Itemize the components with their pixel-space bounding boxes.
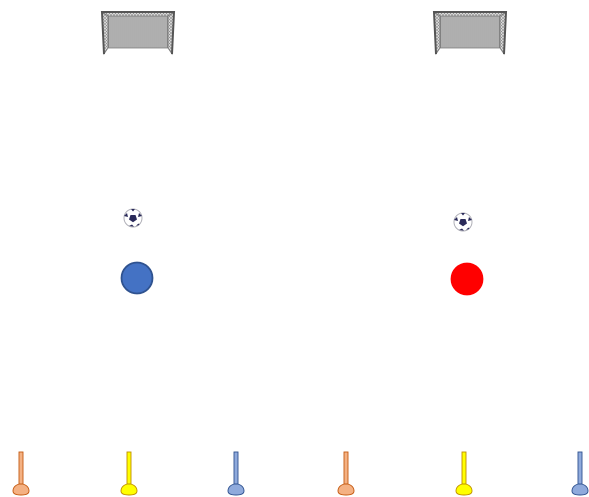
slalom-pole-icon — [572, 452, 588, 495]
slalom-pole-icon — [228, 452, 244, 495]
player-marker — [122, 263, 153, 294]
poles-layer — [13, 452, 588, 495]
players-layer — [122, 263, 483, 295]
goal-net-icon — [102, 12, 174, 54]
slalom-pole-icon — [456, 452, 472, 495]
soccer-ball-icon — [124, 209, 142, 227]
goals-layer — [102, 12, 506, 54]
slalom-pole-icon — [338, 452, 354, 495]
balls-layer — [124, 209, 472, 231]
soccer-ball-icon — [454, 213, 472, 231]
goal-net-icon — [434, 12, 506, 54]
slalom-pole-icon — [13, 452, 29, 495]
slalom-pole-icon — [121, 452, 137, 495]
player-marker — [452, 264, 483, 295]
